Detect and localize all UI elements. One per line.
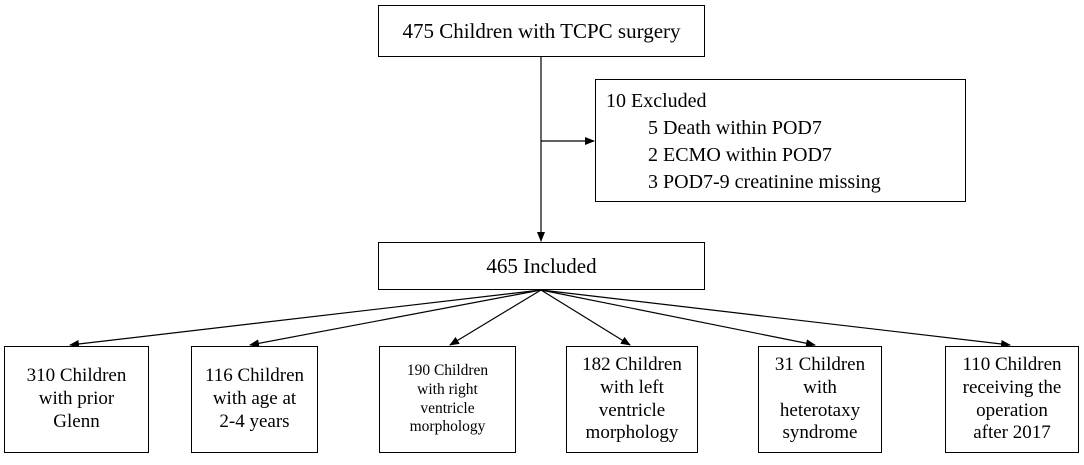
subgroup-line: operation xyxy=(976,399,1048,421)
subgroup-line: 2-4 years xyxy=(219,410,290,432)
subgroup-line: morphology xyxy=(585,422,679,444)
subgroup-line: after 2017 xyxy=(973,422,1051,444)
excluded-item-ecmo: 2 ECMO within POD7 xyxy=(648,144,832,166)
subgroup-line: with xyxy=(803,376,837,398)
subgroup-line: Glenn xyxy=(53,410,100,432)
subgroup-line: 310 Children xyxy=(26,365,127,387)
subgroup-line: syndrome xyxy=(782,422,858,444)
total-cohort-box: 475 Children with TCPC surgery xyxy=(378,5,705,57)
arrow-to-subgroup-6 xyxy=(540,289,1011,348)
arrow-to-subgroup-4 xyxy=(540,289,631,346)
excluded-item-creatinine: 3 POD7-9 creatinine missing xyxy=(648,171,881,193)
subgroup-line: ventricle xyxy=(598,399,666,421)
included-label: 465 Included xyxy=(486,253,597,278)
subgroup-line: 31 Children xyxy=(774,353,866,375)
subgroup-line: with left xyxy=(600,376,664,398)
subgroup-line: heterotaxy xyxy=(779,399,861,421)
subgroup-right-ventricle-box: 190 Children with right ventricle morpho… xyxy=(379,346,516,453)
subgroup-heterotaxy-box: 31 Children with heterotaxy syndrome xyxy=(758,346,882,453)
subgroup-age-box: 116 Children with age at 2-4 years xyxy=(191,346,318,453)
subgroup-line: 116 Children xyxy=(204,365,305,387)
subgroup-left-ventricle-box: 182 Children with left ventricle morphol… xyxy=(566,346,698,453)
subgroup-line: 190 Children xyxy=(406,362,489,380)
subgroup-line: 182 Children xyxy=(582,353,682,375)
subgroup-line: morphology xyxy=(409,418,486,436)
excluded-box: 10 Excluded 5 Death within POD7 2 ECMO w… xyxy=(595,79,966,202)
arrow-to-subgroup-2 xyxy=(249,289,542,348)
included-box: 465 Included xyxy=(378,242,705,290)
subgroup-after-2017-box: 110 Children receiving the operation aft… xyxy=(945,346,1079,453)
subgroup-prior-glenn-box: 310 Children with prior Glenn xyxy=(4,346,149,453)
total-cohort-label: 475 Children with TCPC surgery xyxy=(402,18,681,43)
arrow-to-subgroup-3 xyxy=(449,289,542,346)
excluded-title: 10 Excluded xyxy=(606,90,707,112)
subgroup-line: with right xyxy=(417,380,478,398)
subgroup-line: with prior xyxy=(38,388,115,410)
arrow-to-subgroup-1 xyxy=(69,289,542,348)
subgroup-line: ventricle xyxy=(420,399,475,417)
subgroup-line: 110 Children xyxy=(962,353,1062,375)
subgroup-line: receiving the xyxy=(962,376,1062,398)
subgroup-line: with age at xyxy=(212,388,297,410)
excluded-item-death: 5 Death within POD7 xyxy=(648,117,822,139)
arrow-to-subgroup-5 xyxy=(540,289,816,348)
